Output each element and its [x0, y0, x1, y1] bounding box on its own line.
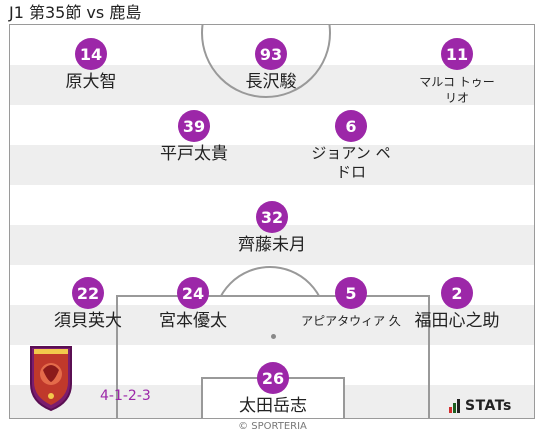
player-card[interactable]: 2 福田心之助 — [397, 277, 517, 332]
pitch-stripe — [10, 145, 534, 185]
player-number: 14 — [75, 38, 107, 70]
player-card[interactable]: 5 アピアタウィア 久 — [291, 277, 411, 329]
page-title: J1 第35節 vs 鹿島 — [9, 3, 142, 22]
player-name: 齊藤未月 — [238, 235, 306, 255]
player-card[interactable]: 39 平戸太貴 — [134, 110, 254, 165]
player-name: 太田岳志 — [239, 396, 307, 416]
team-logo — [28, 344, 74, 416]
player-card[interactable]: 93 長沢駿 — [211, 38, 331, 93]
player-name: 長沢駿 — [245, 72, 297, 92]
player-card[interactable]: 14 原大智 — [31, 38, 151, 93]
player-number: 93 — [255, 38, 287, 70]
player-card[interactable]: 22 須貝英大 — [28, 277, 148, 332]
player-number: 26 — [257, 362, 289, 394]
player-name: 原大智 — [65, 72, 117, 92]
player-number: 5 — [335, 277, 367, 309]
player-number: 11 — [441, 38, 473, 70]
copyright-text: © SPORTERIA — [238, 421, 307, 432]
player-name: 須貝英大 — [54, 311, 122, 331]
player-card[interactable]: 11 マルコ トゥーリオ — [397, 38, 517, 106]
formation-label: 4-1-2-3 — [100, 388, 151, 404]
player-number: 22 — [72, 277, 104, 309]
pitch — [9, 24, 535, 419]
stats-logo: STATs — [449, 394, 512, 413]
kyoto-sanga-crest-icon — [30, 346, 72, 412]
player-card[interactable]: 26 太田岳志 — [213, 362, 333, 417]
player-number: 2 — [441, 277, 473, 309]
player-name: アピアタウィア 久 — [301, 314, 401, 328]
stats-bars-icon — [449, 394, 461, 413]
player-name: ジョアン ペドロ — [311, 144, 391, 181]
player-number: 6 — [335, 110, 367, 142]
player-name: 平戸太貴 — [160, 144, 228, 164]
player-number: 32 — [256, 201, 288, 233]
player-name: マルコ トゥーリオ — [419, 75, 495, 105]
player-name: 福田心之助 — [414, 311, 500, 331]
player-card[interactable]: 24 宮本優太 — [133, 277, 253, 332]
player-card[interactable]: 32 齊藤未月 — [212, 201, 332, 256]
player-name: 宮本優太 — [159, 311, 227, 331]
player-card[interactable]: 6 ジョアン ペドロ — [291, 110, 411, 182]
stats-brand-text: STATs — [465, 398, 512, 414]
player-number: 24 — [177, 277, 209, 309]
penalty-spot — [271, 334, 276, 339]
player-number: 39 — [178, 110, 210, 142]
